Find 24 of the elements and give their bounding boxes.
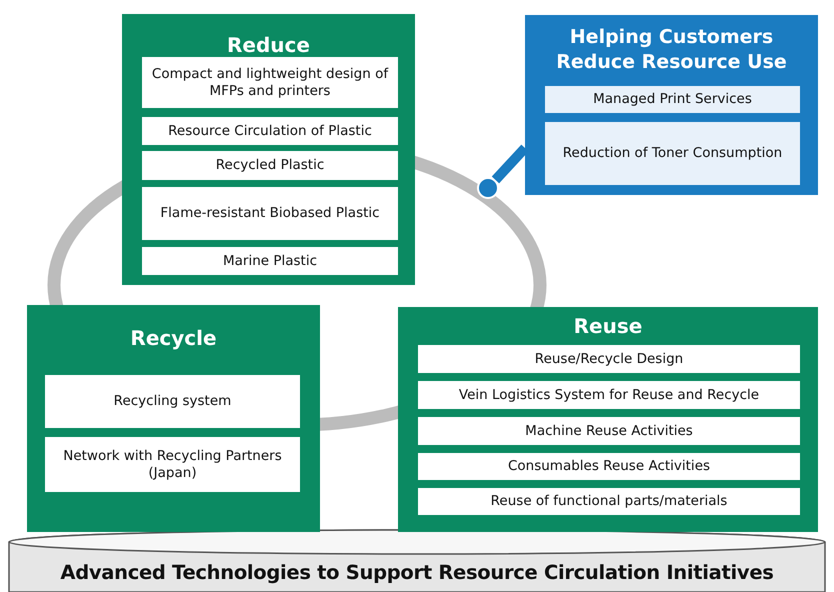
item-box: Flame-resistant Biobased Plastic xyxy=(142,187,398,240)
item-box: Vein Logistics System for Reuse and Recycle xyxy=(418,381,800,409)
item-box: Network with Recycling Partners (Japan) xyxy=(45,437,300,492)
base-title: Advanced Technologies to Support Resource Circulation Initiatives xyxy=(59,561,775,584)
panel-title: Helping Customers Reduce Resource Use xyxy=(555,25,788,74)
panel-title: Recycle xyxy=(129,325,218,351)
callout-panel xyxy=(525,15,818,195)
category-panel xyxy=(122,14,415,285)
item-box: Recycling system xyxy=(45,375,300,428)
item-box: Machine Reuse Activities xyxy=(418,417,800,445)
item-box: Marine Plastic xyxy=(142,247,398,275)
item-box: Reduction of Toner Consumption xyxy=(545,122,800,185)
item-box: Recycled Plastic xyxy=(142,151,398,180)
category-panel xyxy=(27,305,320,532)
category-panel xyxy=(398,307,818,532)
item-box: Compact and lightweight design of MFPs and printers xyxy=(142,57,398,108)
item-box: Reuse of functional parts/materials xyxy=(418,488,800,515)
item-box: Consumables Reuse Activities xyxy=(418,453,800,480)
panel-title: Reduce xyxy=(226,32,311,58)
item-box: Managed Print Services xyxy=(545,86,800,113)
item-box: Resource Circulation of Plastic xyxy=(142,117,398,145)
item-box: Reuse/Recycle Design xyxy=(418,345,800,373)
panel-title: Reuse xyxy=(572,313,644,339)
base-platform xyxy=(8,528,826,592)
